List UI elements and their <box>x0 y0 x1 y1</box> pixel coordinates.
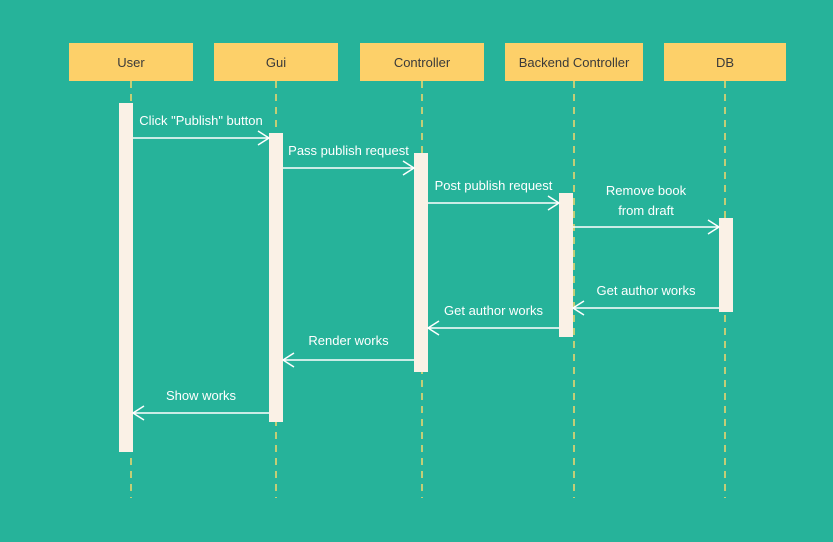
message-label: Remove book <box>606 183 687 198</box>
message-7: Render works <box>281 333 414 368</box>
participant-gui: Gui <box>214 43 338 81</box>
participant-box <box>505 43 643 81</box>
arrowhead-icon <box>131 405 145 421</box>
activation-bars <box>119 103 733 452</box>
message-label: Show works <box>166 388 237 403</box>
activation-bar-db <box>719 218 733 312</box>
message-label: Get author works <box>444 303 543 318</box>
participant-user: User <box>69 43 193 81</box>
arrowhead-icon <box>402 160 416 176</box>
message-label: Pass publish request <box>288 143 409 158</box>
participant-label: Backend Controller <box>519 55 630 70</box>
participant-label: Gui <box>266 55 286 70</box>
message-label: Render works <box>308 333 389 348</box>
message-8: Show works <box>131 388 269 421</box>
participant-box <box>360 43 484 81</box>
participant-label: User <box>117 55 145 70</box>
message-label: Get author works <box>597 283 696 298</box>
participant-label: DB <box>716 55 734 70</box>
message-4: Remove book from draft <box>573 183 721 235</box>
participant-box <box>69 43 193 81</box>
message-6: Get author works <box>426 303 559 336</box>
arrowhead-icon <box>257 130 271 146</box>
participant-box <box>664 43 786 81</box>
message-label: Click "Publish" button <box>139 113 262 128</box>
message-5: Get author works <box>571 283 719 316</box>
participant-headers: User Gui Controller Backend Controller DB <box>69 43 786 81</box>
activation-bar-backend <box>559 193 573 337</box>
arrowhead-icon <box>426 320 440 336</box>
activation-bar-controller <box>414 153 428 372</box>
arrowhead-icon <box>547 195 561 211</box>
message-1: Click "Publish" button <box>133 113 271 146</box>
arrowhead-icon <box>281 352 295 368</box>
message-label: Post publish request <box>435 178 553 193</box>
participant-label: Controller <box>394 55 451 70</box>
activation-bar-gui <box>269 133 283 422</box>
participant-db: DB <box>664 43 786 81</box>
activation-bar-user <box>119 103 133 452</box>
participant-box <box>214 43 338 81</box>
participant-backend: Backend Controller <box>505 43 643 81</box>
arrowhead-icon <box>707 219 721 235</box>
message-3: Post publish request <box>428 178 561 211</box>
message-2: Pass publish request <box>283 143 416 176</box>
participant-controller: Controller <box>360 43 484 81</box>
arrowhead-icon <box>571 300 585 316</box>
message-label: from draft <box>618 203 674 218</box>
